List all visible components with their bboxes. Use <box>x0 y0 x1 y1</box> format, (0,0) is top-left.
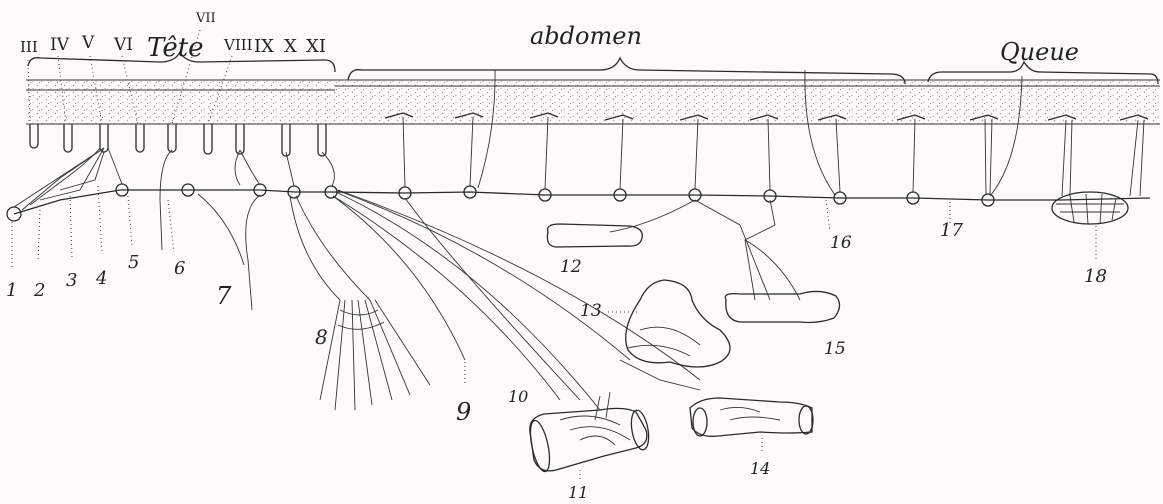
callout-16: 16 <box>830 233 852 253</box>
callout-11: 11 <box>568 483 588 502</box>
callout-12: 12 <box>560 257 582 277</box>
callouts: 1 2 3 4 5 6 7 8 9 10 11 12 13 14 15 16 1… <box>6 186 1107 502</box>
callout-13: 13 <box>580 301 602 321</box>
head-title: Tête <box>147 33 204 63</box>
visceral-nerves <box>333 190 800 410</box>
callout-9: 9 <box>456 398 471 426</box>
callout-14: 14 <box>750 459 770 478</box>
callout-1: 1 <box>6 280 17 301</box>
organ-11 <box>527 392 652 473</box>
callout-7: 7 <box>216 282 232 310</box>
callout-6: 6 <box>174 258 185 279</box>
cranial-nerve-roots <box>30 124 326 156</box>
callout-2: 2 <box>33 280 45 301</box>
cranial-label-VIII: VIII <box>223 36 253 54</box>
organ-13 <box>620 280 730 390</box>
cranial-label-IX: IX <box>254 36 274 57</box>
cranial-label-V: V <box>81 33 95 53</box>
callout-8: 8 <box>315 325 328 349</box>
callout-5: 5 <box>128 252 139 273</box>
callout-18: 18 <box>1084 266 1107 287</box>
cranial-label-III: III <box>20 38 38 56</box>
callout-4: 4 <box>95 268 107 289</box>
cranial-label-XI: XI <box>306 36 326 57</box>
organ-14 <box>690 398 813 436</box>
callout-10: 10 <box>508 387 528 406</box>
callout-17: 17 <box>940 220 963 241</box>
nerve-bundle-8 <box>320 300 430 410</box>
organ-12 <box>547 224 642 247</box>
spinal-cord-band <box>26 80 1160 124</box>
cranial-label-IV: IV <box>50 35 70 55</box>
cranial-label-VI: VI <box>113 35 133 55</box>
tail-plexus-18 <box>1052 192 1128 224</box>
callout-15: 15 <box>824 339 846 359</box>
organ-15 <box>725 291 839 322</box>
tail-title: Queue <box>1000 38 1079 66</box>
sympathetic-chain <box>14 190 1150 214</box>
cranial-label-X: X <box>284 36 297 57</box>
abdomen-title: abdomen <box>530 22 642 50</box>
callout-3: 3 <box>66 270 77 291</box>
cranial-label-VII: VII <box>195 11 216 26</box>
